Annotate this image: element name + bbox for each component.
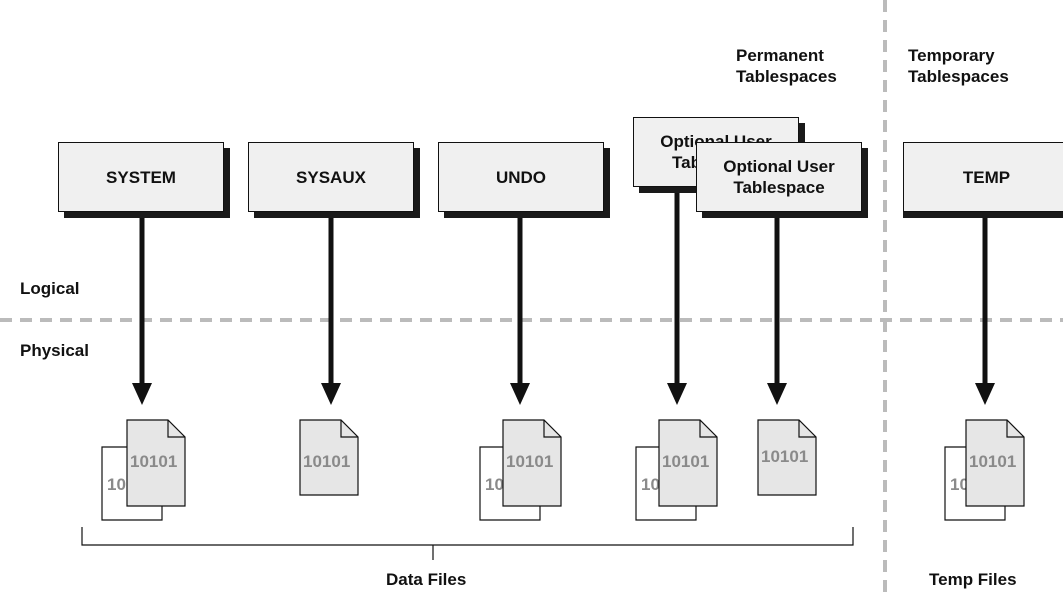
logical-label: Logical [20, 279, 80, 298]
file-icon-front: 10101 [126, 419, 186, 507]
file-pair-temp: 10101 10101 [944, 419, 1025, 521]
file-icon-optional-front: 10101 [757, 419, 817, 496]
physical-label: Physical [20, 341, 89, 360]
arrow-undo [510, 212, 530, 405]
file-text: 10101 [761, 447, 808, 466]
data-files-bracket [81, 527, 854, 560]
arrow-temp [975, 212, 995, 405]
header-line: Temporary [908, 46, 995, 65]
temporary-tablespaces-header: Temporary Tablespaces [908, 45, 1009, 87]
file-pair-optional: 10101 10101 [635, 419, 718, 521]
file-text: 10101 [662, 452, 709, 471]
arrow-sysaux [321, 212, 341, 405]
arrow-optional-front [767, 212, 787, 405]
arrow-optional-back [667, 188, 687, 405]
box-line: Optional User [723, 157, 835, 176]
file-icon-front: 10101 [965, 419, 1025, 507]
header-line: Tablespaces [736, 67, 837, 86]
file-pair-system: 10101 10101 [101, 419, 186, 521]
tablespace-temp: TEMP [903, 142, 1063, 212]
file-icons: 10101 10101 10101 10101 [101, 419, 1025, 521]
temp-files-label: Temp Files [929, 570, 1017, 589]
tablespace-optional-user-front: Optional User Tablespace [696, 142, 862, 212]
file-icon-front: 10101 [658, 419, 718, 507]
file-icon-front: 10101 [502, 419, 562, 507]
tablespace-system: SYSTEM [58, 142, 224, 212]
file-text: 10101 [303, 452, 350, 471]
file-text: 10101 [130, 452, 177, 471]
permanent-tablespaces-header: Permanent Tablespaces [736, 45, 837, 87]
tablespace-undo: UNDO [438, 142, 604, 212]
header-line: Tablespaces [908, 67, 1009, 86]
file-icon-sysaux: 10101 [299, 419, 359, 496]
header-line: Permanent [736, 46, 824, 65]
arrow-system [132, 212, 152, 405]
tablespace-sysaux: SYSAUX [248, 142, 414, 212]
box-line: Tablespace [733, 178, 825, 197]
file-text: 10101 [506, 452, 553, 471]
file-pair-undo: 10101 10101 [479, 419, 562, 521]
file-text: 10101 [969, 452, 1016, 471]
data-files-label: Data Files [386, 570, 467, 589]
